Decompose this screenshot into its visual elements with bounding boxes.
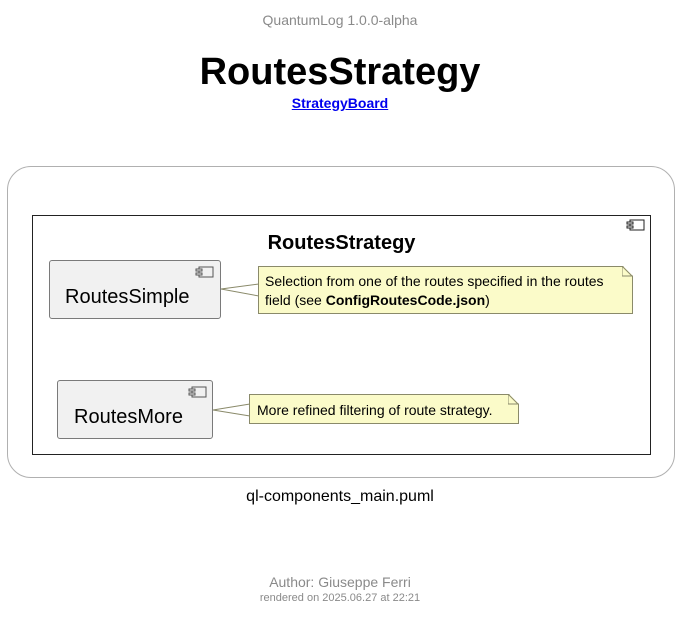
diagram-title: RoutesStrategy	[199, 51, 481, 93]
connector-more	[212, 403, 251, 411]
connector-more-2	[212, 409, 251, 417]
package-title: RoutesStrategy	[267, 232, 416, 254]
note-routes-more: More refined filtering of route strategy…	[249, 394, 519, 424]
file-caption: ql-components_main.puml	[246, 488, 434, 505]
connector-simple	[220, 283, 260, 290]
note-bold-text: ConfigRoutesCode.json	[325, 292, 486, 308]
note-text: Selection from one of the routes specifi…	[265, 273, 604, 308]
note-text: More refined filtering of route strategy…	[257, 402, 493, 418]
note-routes-simple: Selection from one of the routes specifi…	[258, 266, 633, 314]
component-label: RoutesSimple	[65, 286, 190, 308]
component-routes-simple[interactable]: RoutesSimple	[49, 260, 221, 319]
title-link-container: StrategyBoard	[0, 95, 680, 111]
component-icon	[195, 266, 214, 278]
strategyboard-link[interactable]: StrategyBoard	[291, 95, 389, 111]
note-text-end: )	[485, 292, 490, 308]
component-routes-more[interactable]: RoutesMore	[57, 380, 213, 439]
note-fold-icon	[508, 394, 519, 405]
connector-simple-2	[220, 288, 260, 297]
header-text: QuantumLog 1.0.0-alpha	[262, 12, 418, 28]
note-fold-icon	[622, 266, 633, 277]
component-label: RoutesMore	[74, 406, 183, 428]
rendered-timestamp: rendered on 2025.06.27 at 22:21	[259, 592, 421, 604]
author-text: Author: Giuseppe Ferri	[269, 574, 411, 590]
component-icon	[626, 219, 645, 231]
component-icon	[188, 386, 207, 398]
